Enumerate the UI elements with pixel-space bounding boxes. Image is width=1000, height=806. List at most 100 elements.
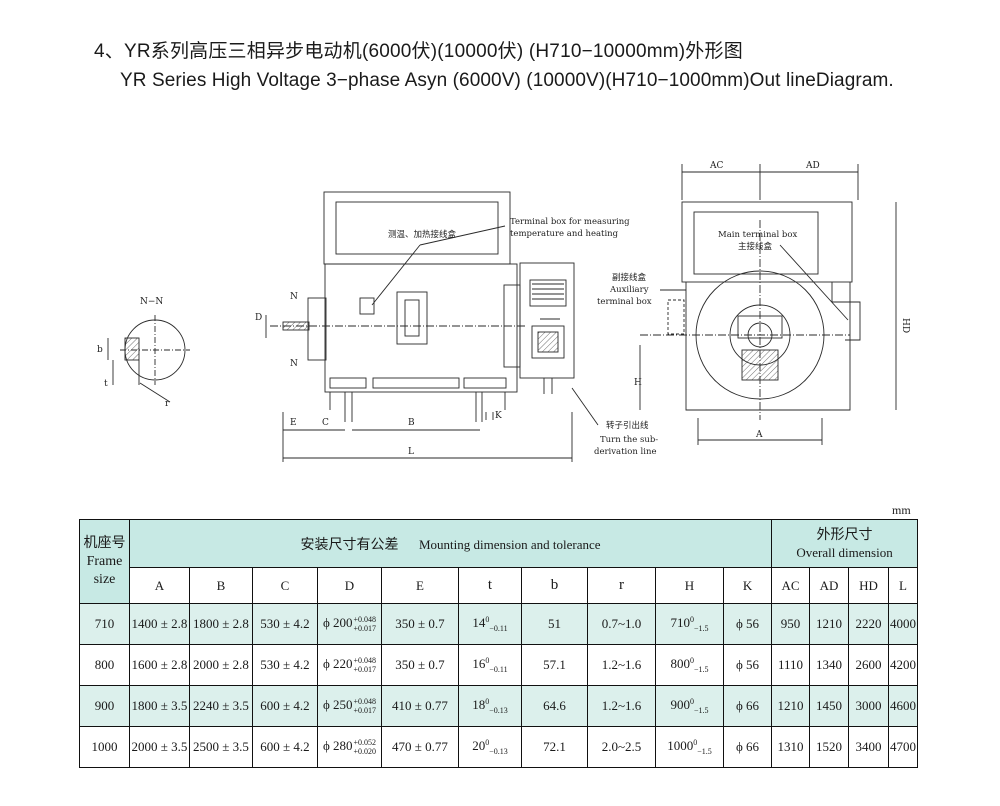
cell-hd: 3400 bbox=[848, 726, 890, 768]
cell-ad: 1210 bbox=[809, 603, 850, 645]
cell-hd: 2220 bbox=[848, 603, 890, 645]
cell-c: 530 ± 4.2 bbox=[252, 603, 318, 645]
rotor-lead-label-cn: 转子引出线 bbox=[606, 420, 649, 431]
cell-b-key: 57.1 bbox=[521, 644, 588, 686]
table-row: 710 1400 ± 2.8 1800 ± 2.8 530 ± 4.2 ϕ 20… bbox=[79, 603, 919, 645]
col-header-d: D bbox=[317, 567, 382, 604]
cell-h: 10000−1.5 bbox=[655, 726, 724, 768]
cell-frame: 800 bbox=[79, 644, 130, 686]
main-box-label-cn: 主接线盒 bbox=[738, 241, 773, 252]
col-header-h: H bbox=[655, 567, 724, 604]
cell-l: 4600 bbox=[888, 685, 919, 727]
dim-label-l: L bbox=[408, 447, 414, 457]
side-elevation-view bbox=[265, 191, 599, 462]
main-box-label-en: Main terminal box bbox=[718, 230, 797, 240]
cell-frame: 900 bbox=[79, 685, 130, 727]
measure-box-label-cn: 测温、加热接线盒 bbox=[388, 229, 457, 240]
cell-ac: 1310 bbox=[771, 726, 811, 768]
cell-t: 180−0.13 bbox=[458, 685, 522, 727]
cell-e: 470 ± 0.77 bbox=[381, 726, 459, 768]
cell-t: 140−0.11 bbox=[458, 603, 522, 645]
page-title-cn: 4、YR系列高压三相异步电动机(6000伏)(10000伏) (H710−100… bbox=[94, 41, 743, 62]
unit-label: mm bbox=[892, 503, 911, 517]
cell-r: 1.2~1.6 bbox=[587, 644, 656, 686]
cell-l: 4700 bbox=[888, 726, 919, 768]
aux-box-label-cn: 副接线盒 bbox=[612, 272, 647, 283]
cell-c: 600 ± 4.2 bbox=[252, 685, 318, 727]
outline-diagram: N−N b t r N N D E C B K L AC AD HD H A 测… bbox=[97, 161, 910, 462]
cell-frame: 710 bbox=[79, 603, 130, 645]
col-header-r: r bbox=[587, 567, 656, 604]
rotor-lead-label-en-1: Turn the sub- bbox=[600, 435, 658, 445]
cell-h: 7100−1.5 bbox=[655, 603, 724, 645]
col-header-ad: AD bbox=[809, 567, 850, 604]
cell-e: 350 ± 0.7 bbox=[381, 644, 459, 686]
cell-k: ϕ 66 bbox=[722, 726, 773, 768]
cell-b: 1800 ± 2.8 bbox=[189, 603, 253, 645]
table-row: 900 1800 ± 3.5 2240 ± 3.5 600 ± 4.2 ϕ 25… bbox=[79, 685, 919, 727]
cell-frame: 1000 bbox=[79, 726, 130, 768]
dim-label-b: b bbox=[97, 345, 103, 355]
cell-d: ϕ 220+0.048+0.017 bbox=[317, 644, 382, 686]
cell-c: 530 ± 4.2 bbox=[252, 644, 318, 686]
cell-b: 2240 ± 3.5 bbox=[189, 685, 253, 727]
cell-k: ϕ 66 bbox=[722, 685, 773, 727]
table-row: 1000 2000 ± 3.5 2500 ± 3.5 600 ± 4.2 ϕ 2… bbox=[79, 726, 919, 768]
col-header-a: A bbox=[129, 567, 190, 604]
aux-box-label-en-2: terminal box bbox=[597, 297, 652, 307]
cell-b: 2000 ± 2.8 bbox=[189, 644, 253, 686]
aux-box-label-en-1: Auxiliary bbox=[609, 285, 649, 295]
cell-a: 1600 ± 2.8 bbox=[129, 644, 190, 686]
col-header-c: C bbox=[252, 567, 318, 604]
dim-label-ac: AC bbox=[709, 161, 723, 171]
cell-h: 8000−1.5 bbox=[655, 644, 724, 686]
dim-label-h: H bbox=[634, 378, 642, 388]
cell-ad: 1450 bbox=[809, 685, 850, 727]
cell-e: 410 ± 0.77 bbox=[381, 685, 459, 727]
dim-label-d: D bbox=[255, 313, 262, 323]
cell-a: 1800 ± 3.5 bbox=[129, 685, 190, 727]
col-header-k: K bbox=[722, 567, 773, 604]
end-elevation-view bbox=[639, 164, 897, 445]
cell-t: 200−0.13 bbox=[458, 726, 522, 768]
col-header-ac: AC bbox=[771, 567, 811, 604]
cell-ad: 1340 bbox=[809, 644, 850, 686]
cell-a: 1400 ± 2.8 bbox=[129, 603, 190, 645]
col-header-l: L bbox=[888, 567, 919, 604]
col-header-t: t bbox=[458, 567, 522, 604]
cell-h: 9000−1.5 bbox=[655, 685, 724, 727]
mounting-header: 安装尺寸有公差 Mounting dimension and tolerance bbox=[128, 519, 773, 568]
col-header-hd: HD bbox=[848, 567, 890, 604]
cell-l: 4000 bbox=[888, 603, 919, 645]
measure-box-label-en-2: temperature and heating bbox=[510, 229, 619, 239]
cell-ac: 1110 bbox=[771, 644, 811, 686]
dim-label-hd: HD bbox=[900, 318, 910, 333]
cell-t: 160−0.11 bbox=[458, 644, 522, 686]
cell-b-key: 64.6 bbox=[521, 685, 588, 727]
col-header-e: E bbox=[381, 567, 459, 604]
cell-r: 1.2~1.6 bbox=[587, 685, 656, 727]
cell-k: ϕ 56 bbox=[722, 603, 773, 645]
cell-b: 2500 ± 3.5 bbox=[189, 726, 253, 768]
dim-label-k: K bbox=[495, 411, 502, 421]
cell-r: 2.0~2.5 bbox=[587, 726, 656, 768]
col-header-b: B bbox=[189, 567, 253, 604]
cell-ad: 1520 bbox=[809, 726, 850, 768]
cell-b-key: 51 bbox=[521, 603, 588, 645]
cell-c: 600 ± 4.2 bbox=[252, 726, 318, 768]
page-title-en: YR Series High Voltage 3−phase Asyn (600… bbox=[120, 70, 894, 91]
cell-b-key: 72.1 bbox=[521, 726, 588, 768]
dim-label-n-top: N bbox=[290, 292, 298, 302]
cell-k: ϕ 56 bbox=[722, 644, 773, 686]
section-label: N−N bbox=[140, 297, 163, 307]
dim-label-ad: AD bbox=[805, 161, 820, 171]
table-row: 800 1600 ± 2.8 2000 ± 2.8 530 ± 4.2 ϕ 22… bbox=[79, 644, 919, 686]
rotor-lead-label-en-2: derivation line bbox=[594, 447, 657, 457]
dim-label-e: E bbox=[290, 418, 297, 428]
dim-label-n-bottom: N bbox=[290, 359, 298, 369]
cell-d: ϕ 250+0.048+0.017 bbox=[317, 685, 382, 727]
cell-e: 350 ± 0.7 bbox=[381, 603, 459, 645]
dim-label-t: t bbox=[104, 379, 108, 389]
dim-label-a: A bbox=[755, 430, 763, 440]
cell-r: 0.7~1.0 bbox=[587, 603, 656, 645]
